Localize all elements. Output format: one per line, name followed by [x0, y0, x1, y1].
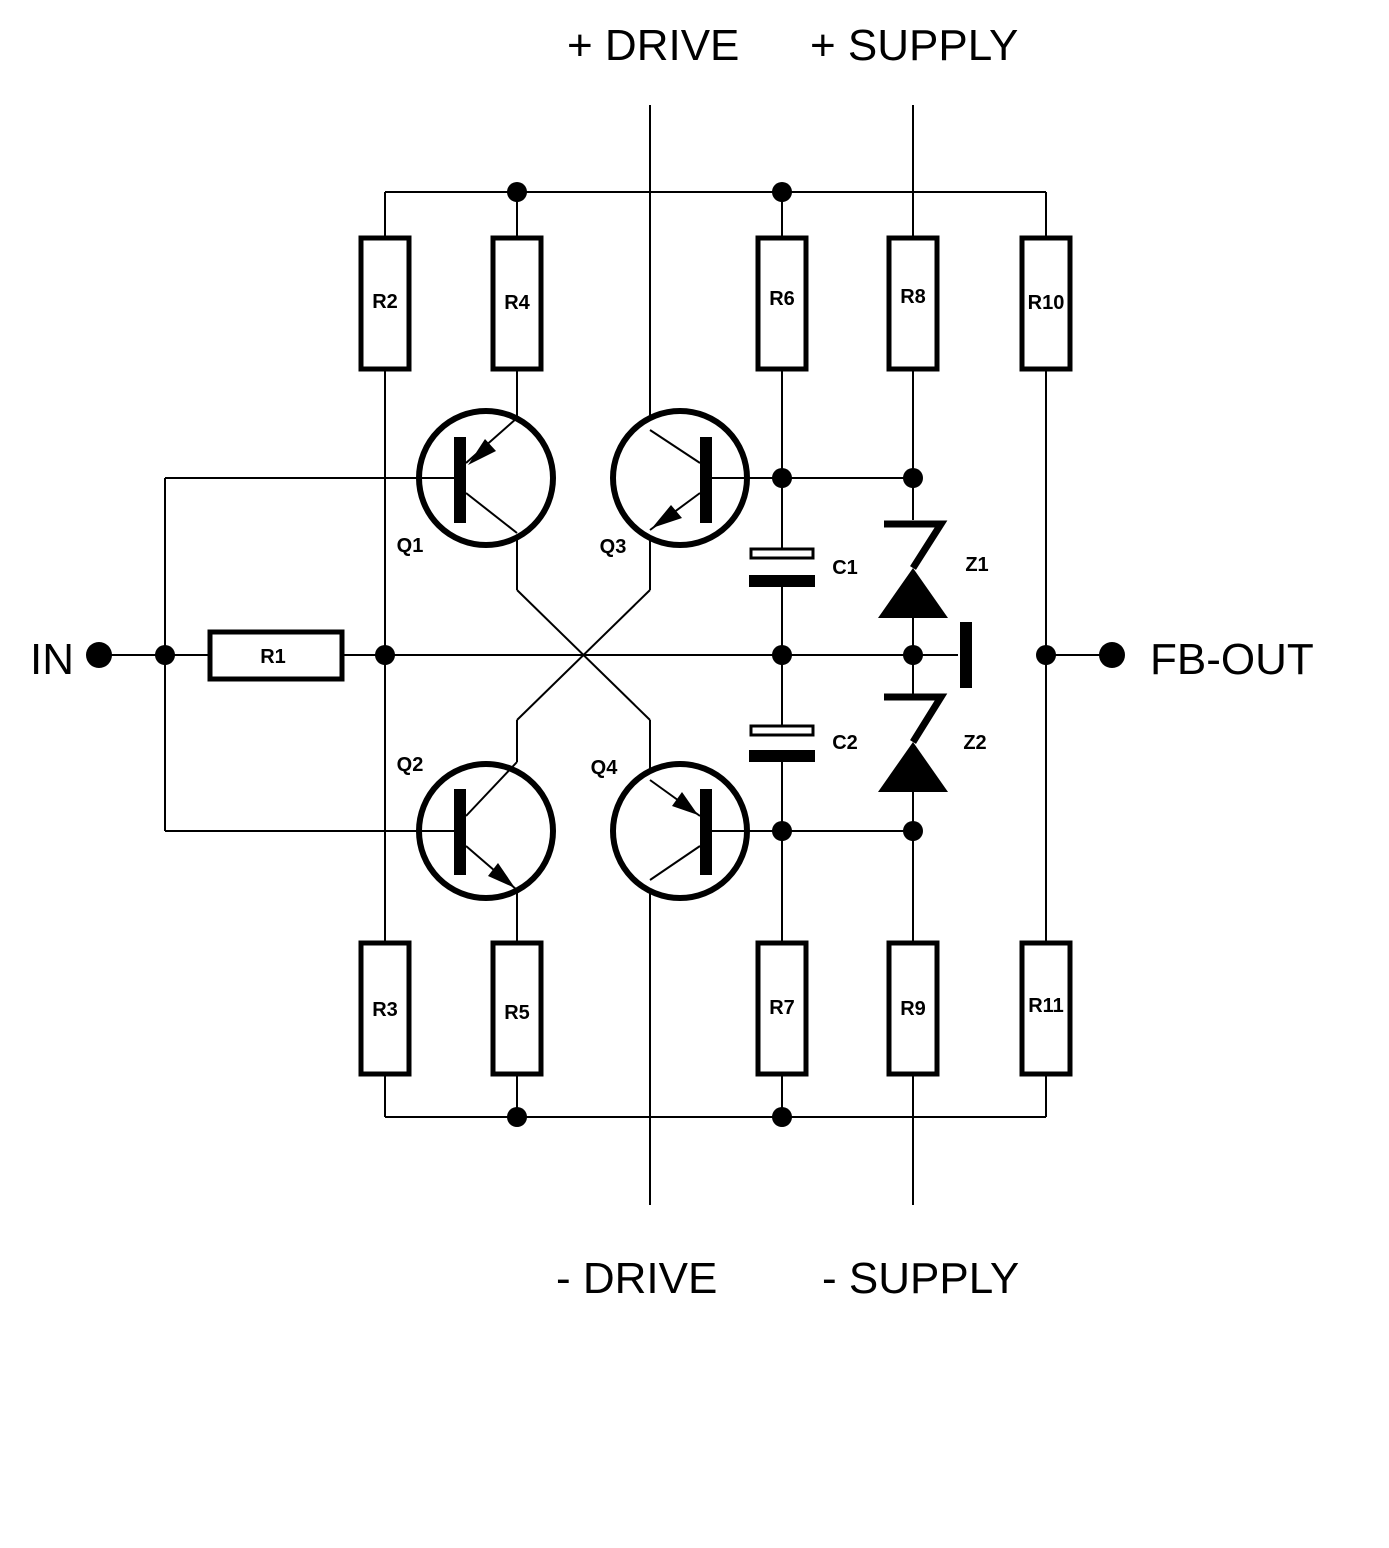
output-label: FB-OUT — [1150, 635, 1314, 684]
resistor-r11-label: R11 — [1028, 995, 1064, 1017]
resistor-r1-label: R1 — [260, 646, 286, 668]
wires — [99, 105, 1112, 1205]
zener-z1-label: Z1 — [965, 554, 988, 576]
capacitor-c1: C1 — [749, 547, 858, 587]
resistor-r5-label: R5 — [504, 1002, 530, 1024]
neg-drive-label: - DRIVE — [556, 1254, 717, 1303]
resistor-r3: R3 — [358, 940, 412, 1077]
transistor-q3-label: Q3 — [600, 536, 627, 558]
output-terminal — [1099, 642, 1125, 668]
resistor-r8: R8 — [886, 235, 940, 372]
zener-diodes: Z1 Z2 — [878, 520, 989, 792]
resistor-r9-label: R9 — [900, 998, 926, 1020]
pos-drive-label: + DRIVE — [567, 21, 739, 70]
capacitor-c2: C2 — [749, 724, 858, 762]
zener-z2: Z2 — [878, 693, 987, 792]
resistor-r6: R6 — [755, 235, 809, 372]
resistor-r2: R2 — [358, 235, 412, 372]
capacitor-c1-label: C1 — [832, 557, 858, 579]
resistor-r6-label: R6 — [769, 288, 795, 310]
pos-supply-label: + SUPPLY — [810, 21, 1018, 70]
terminals: IN FB-OUT + DRIVE + SUPPLY - DRIVE - SUP… — [30, 21, 1314, 1303]
capacitors: C1 C2 — [749, 547, 858, 762]
transistor-q1: Q1 — [397, 408, 556, 557]
zener-z1: Z1 — [878, 520, 989, 618]
resistor-r2-label: R2 — [372, 291, 398, 313]
neg-supply-label: - SUPPLY — [822, 1254, 1019, 1303]
resistor-r7: R7 — [755, 940, 809, 1077]
capacitor-c2-label: C2 — [832, 732, 858, 754]
resistor-r3-label: R3 — [372, 999, 398, 1021]
junction-dots — [155, 182, 1056, 1127]
transistor-q4-label: Q4 — [591, 757, 619, 779]
resistor-r4: R4 — [490, 235, 544, 372]
resistor-r9: R9 — [886, 940, 940, 1077]
input-terminal — [86, 642, 112, 668]
resistor-r5: R5 — [490, 940, 544, 1077]
resistor-r1: R1 — [207, 629, 345, 682]
output-plate — [960, 622, 972, 688]
transistor-q4: Q4 — [591, 757, 750, 901]
resistor-r8-label: R8 — [900, 286, 926, 308]
resistor-r10-label: R10 — [1028, 292, 1065, 314]
resistor-r4-label: R4 — [504, 292, 530, 314]
resistor-r7-label: R7 — [769, 997, 795, 1019]
zener-z2-label: Z2 — [963, 732, 986, 754]
transistors: Q1 Q3 Q2 Q4 — [397, 408, 750, 901]
resistor-r11: R11 — [1019, 940, 1073, 1077]
input-label: IN — [30, 635, 74, 684]
transistor-q2: Q2 — [397, 754, 556, 901]
resistor-r10: R10 — [1019, 235, 1073, 372]
transistor-q1-label: Q1 — [397, 535, 424, 557]
transistor-q3: Q3 — [600, 408, 750, 558]
transistor-q2-label: Q2 — [397, 754, 424, 776]
resistors: R1 R2 R4 R6 R8 R10 R3 R5 — [207, 235, 1073, 1077]
